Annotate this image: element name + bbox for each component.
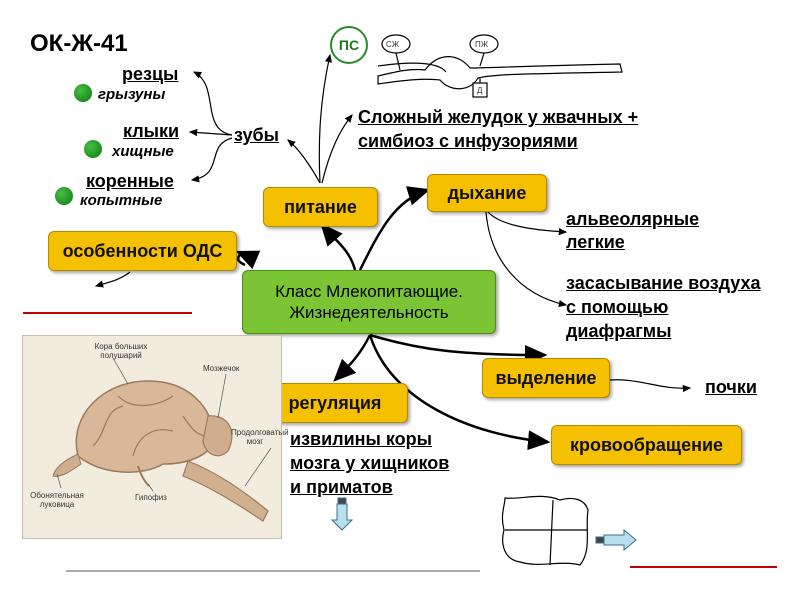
incisors-dot: [74, 84, 92, 102]
canines-dot: [84, 140, 102, 158]
teeth-label: зубы: [234, 125, 279, 145]
link-teeth: [287, 139, 321, 184]
link-ods: [235, 250, 261, 270]
link-ps: [318, 53, 332, 184]
incisors-label: резцы: [122, 64, 179, 84]
kidneys-label: почки: [705, 377, 757, 397]
lungs-line2: легкие: [566, 232, 625, 252]
node-regulation: регуляция: [262, 383, 408, 423]
link-stomach: [321, 114, 353, 184]
brain-note-line2: мозга у хищников: [290, 453, 450, 473]
hollow-arrow-down: [330, 497, 354, 531]
node-circulation: кровообращение: [551, 425, 742, 465]
brain-illustration: Кора больших полушарий Мозжечок Продолго…: [22, 335, 289, 539]
stomach-line1: Сложный желудок у жвачных +: [358, 107, 639, 127]
lungs-line1: альвеолярные: [566, 209, 700, 229]
link-canines: [188, 128, 233, 137]
diaphragm-line3: диафрагмы: [566, 321, 672, 341]
diaphragm-line2: с помощью: [566, 297, 669, 317]
brain-label-medulla: Продолговатый мозг: [231, 428, 289, 446]
link-circulation: [368, 334, 551, 451]
diaphragm-line1: засасывание воздуха: [566, 273, 761, 293]
ps-badge: ПС: [330, 26, 368, 64]
canines-group: хищные: [112, 143, 174, 160]
page-title: ОК-Ж-41: [30, 30, 128, 57]
link-regulation: [333, 334, 372, 382]
brain-note-line1: извилины коры: [290, 429, 433, 449]
heart-sketch: [501, 495, 589, 566]
link-excretion: [369, 333, 548, 365]
brain-drawing: [52, 357, 272, 522]
central-node: Класс Млекопитающие. Жизнедеятельность: [242, 270, 496, 334]
brain-note-line3: и приматов: [290, 477, 393, 497]
link-molars: [190, 137, 233, 183]
node-excretion: выделение: [482, 358, 610, 398]
central-line1: Класс Млекопитающие.: [275, 282, 463, 301]
link-kidneys: [609, 379, 692, 393]
link-breathing: [358, 186, 431, 271]
central-line2: Жизнедеятельность: [289, 303, 449, 322]
link-diaphragm: [485, 211, 568, 307]
link-nutrition: [320, 223, 357, 271]
node-breathing: дыхание: [427, 174, 547, 212]
hollow-arrow-right: [595, 528, 637, 552]
molars-label: коренные: [86, 171, 174, 191]
molars-group: копытные: [80, 192, 163, 209]
link-incisors: [192, 71, 233, 136]
node-nutrition: питание: [263, 187, 378, 227]
node-ods: особенности ОДС: [48, 231, 237, 271]
canines-label: клыки: [123, 121, 180, 141]
stomach-label-pj: ПЖ: [475, 40, 489, 49]
stomach-label-d: Д: [477, 86, 483, 95]
brain-label-cortex: Кора больших полушарий: [94, 342, 148, 360]
brain-label-olfactory: Обонятельная луковица: [30, 491, 84, 509]
molars-dot: [55, 187, 73, 205]
brain-label-cerebellum: Мозжечок: [203, 364, 240, 373]
stomach-line2: симбиоз с инфузориями: [358, 131, 578, 151]
incisors-group: грызуны: [98, 86, 166, 103]
brain-label-pituitary: Гипофиз: [135, 493, 167, 502]
stomach-label-sj: СЖ: [386, 40, 400, 49]
link-ods-down: [94, 271, 131, 288]
link-lungs: [487, 211, 568, 236]
stomach-sketch: [377, 34, 623, 98]
